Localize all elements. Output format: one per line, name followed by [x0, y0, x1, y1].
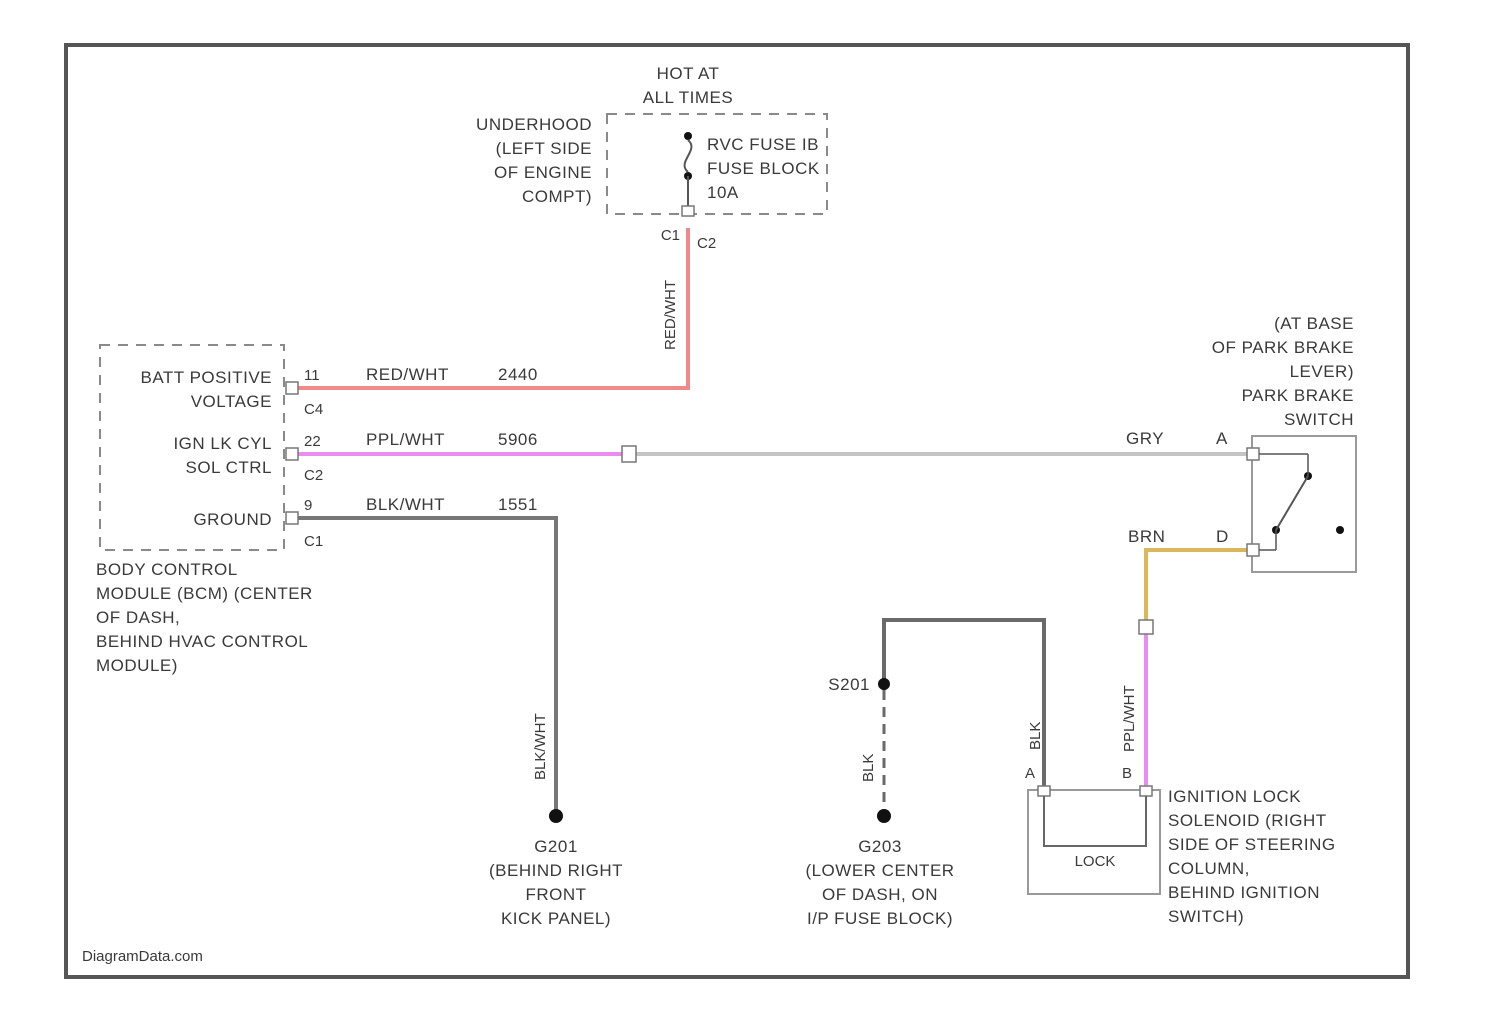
pbs-contact-ground	[1336, 526, 1344, 534]
fuse-pin-left: C1	[661, 227, 680, 244]
pbs-caption-1: (AT BASE	[1274, 314, 1354, 333]
fuse-block-label-4: COMPT)	[522, 187, 592, 206]
bcm-caption-1: BODY CONTROL	[96, 560, 238, 579]
fuse-block-label-3: OF ENGINE	[494, 163, 592, 182]
fuse-block-label-1: UNDERHOOD	[476, 115, 592, 134]
fuse-label-2: FUSE BLOCK	[707, 159, 820, 178]
solenoid-caption-3: SIDE OF STEERING	[1168, 835, 1336, 854]
ignition-lock-solenoid: BLK PPL/WHT A B LOCK IGNITION LOCK SOLEN…	[1025, 685, 1336, 926]
splice-label: S201	[828, 675, 870, 694]
pbs-wire-d-color: BRN	[1128, 527, 1165, 546]
red-wht-vertical-label: RED/WHT	[662, 280, 679, 350]
fuse-label-1: RVC FUSE IB	[707, 135, 819, 154]
fuse-pin-right: C2	[697, 235, 716, 252]
pbs-caption-2: OF PARK BRAKE	[1212, 338, 1354, 357]
bcm-pin3-conn: C1	[304, 533, 323, 550]
g203-caption-4: I/P FUSE BLOCK)	[807, 909, 953, 928]
pbs-caption-4: PARK BRAKE	[1242, 386, 1354, 405]
solenoid-coil-icon	[1044, 796, 1146, 846]
watermark: DiagramData.com	[82, 948, 203, 965]
g203-caption-3: OF DASH, ON	[822, 885, 938, 904]
bcm-wire2-circuit: 5906	[498, 430, 538, 449]
solenoid-left-wire-label: BLK	[1027, 722, 1044, 750]
bcm-wire1-circuit: 2440	[498, 365, 538, 384]
pbs-pin-d: D	[1216, 527, 1229, 546]
solenoid-body-label: LOCK	[1075, 853, 1116, 870]
inline-connector-gry	[622, 446, 636, 462]
bcm-pin2-name: IGN LK CYL	[173, 434, 272, 453]
hot-label-line-1: HOT AT	[657, 64, 720, 83]
g203-caption-2: (LOWER CENTER	[805, 861, 954, 880]
solenoid-caption-1: IGNITION LOCK	[1168, 787, 1301, 806]
fuse-terminal	[682, 206, 694, 216]
pbs-terminal-d	[1247, 544, 1259, 556]
bcm-caption-4: BEHIND HVAC CONTROL	[96, 632, 308, 651]
bcm-terminal-1	[286, 382, 298, 394]
splice-icon	[878, 678, 890, 690]
bcm-caption-3: OF DASH,	[96, 608, 180, 627]
fuse-icon	[685, 140, 692, 172]
power-source: HOT AT ALL TIMES UNDERHOOD (LEFT SIDE OF…	[476, 64, 827, 350]
fuse-label-3: 10A	[707, 183, 739, 202]
bcm-pin2-number: 22	[304, 433, 321, 450]
blk-loop-wire	[884, 620, 1044, 790]
hot-label-line-2: ALL TIMES	[643, 88, 733, 107]
g203-caption-1: G203	[858, 837, 902, 856]
park-brake-switch: (AT BASE OF PARK BRAKE LEVER) PARK BRAKE…	[1126, 314, 1356, 572]
fuse-top-dot	[684, 132, 692, 140]
bcm-pin1-name: BATT POSITIVE	[140, 368, 272, 387]
ground-icon	[877, 809, 891, 823]
solenoid-caption-2: SOLENOID (RIGHT	[1168, 811, 1327, 830]
bcm-pin2-conn: C2	[304, 467, 323, 484]
bcm-wire2-color: PPL/WHT	[366, 430, 445, 449]
pbs-outline	[1252, 436, 1356, 572]
blk-wht-wire	[298, 518, 556, 812]
g201-caption-2: (BEHIND RIGHT	[489, 861, 623, 880]
pbs-wire-a-color: GRY	[1126, 429, 1164, 448]
solenoid-terminal-a	[1038, 786, 1050, 796]
g203-wire-label: BLK	[860, 754, 877, 782]
g201-caption-3: FRONT	[525, 885, 586, 904]
bcm-caption-5: MODULE)	[96, 656, 178, 675]
g201-caption-1: G201	[534, 837, 578, 856]
pbs-caption-3: LEVER)	[1290, 362, 1354, 381]
solenoid-caption-5: BEHIND IGNITION	[1168, 883, 1320, 902]
switch-icon	[1276, 476, 1308, 530]
pbs-pin-a: A	[1216, 429, 1228, 448]
pbs-caption-5: SWITCH	[1284, 410, 1354, 429]
bcm-wire3-color: BLK/WHT	[366, 495, 445, 514]
solenoid-pin-left: A	[1025, 765, 1035, 782]
bcm-pin1-number: 11	[304, 367, 320, 384]
g201-wire-label: BLK/WHT	[532, 713, 549, 780]
solenoid-outline	[1028, 790, 1160, 894]
brn-wire	[1146, 550, 1252, 622]
bcm-pin1-conn: C4	[304, 401, 323, 418]
bcm-wire1-color: RED/WHT	[366, 365, 449, 384]
bcm-wire3-circuit: 1551	[498, 495, 538, 514]
bcm-pin3-number: 9	[304, 497, 312, 514]
inline-connector-brn	[1139, 620, 1153, 634]
fuse-block-label-2: (LEFT SIDE	[496, 139, 592, 158]
bcm-terminal-3	[286, 512, 298, 524]
solenoid-pin-right: B	[1122, 765, 1132, 782]
g201-caption-4: KICK PANEL)	[501, 909, 611, 928]
solenoid-caption-4: COLUMN,	[1168, 859, 1250, 878]
solenoid-terminal-b	[1140, 786, 1152, 796]
bcm-pin3-name: GROUND	[193, 510, 272, 529]
solenoid-right-wire-label: PPL/WHT	[1121, 685, 1138, 752]
bcm-caption-2: MODULE (BCM) (CENTER	[96, 584, 313, 603]
ground-g203: S201 BLK G203 (LOWER CENTER OF DASH, ON …	[805, 675, 954, 928]
bcm-terminal-2	[286, 448, 298, 460]
solenoid-caption-6: SWITCH)	[1168, 907, 1244, 926]
red-wht-wire	[298, 228, 688, 388]
ground-icon	[549, 809, 563, 823]
bcm-pin1-sub: VOLTAGE	[191, 392, 272, 411]
pbs-terminal-a	[1247, 448, 1259, 460]
bcm-pin2-sub: SOL CTRL	[185, 458, 272, 477]
body-control-module: BATT POSITIVE VOLTAGE IGN LK CYL SOL CTR…	[96, 345, 538, 675]
